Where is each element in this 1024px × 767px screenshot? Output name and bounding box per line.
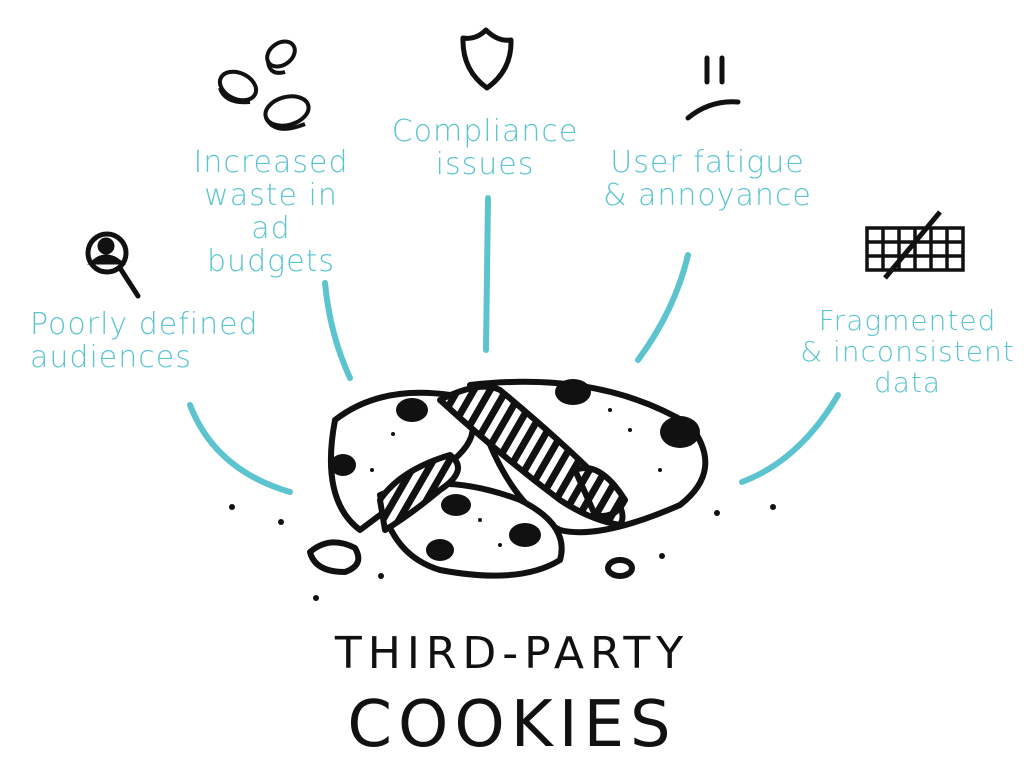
coins-icon (217, 39, 311, 131)
cookies-illustration (229, 378, 776, 601)
shield-icon (460, 27, 514, 91)
connector-fatigue (635, 252, 691, 363)
connector-data (739, 392, 841, 485)
label-compliance-issues: Compliance issues (391, 114, 579, 182)
connector-waste (322, 280, 353, 381)
connector-audiences (187, 402, 293, 495)
title-line-2: COOKIES (347, 688, 677, 762)
connector-compliance (483, 195, 491, 353)
label-user-fatigue: User fatigue & annoyance (603, 145, 812, 213)
broken-grid-icon (865, 210, 965, 280)
magnifier-person-icon (85, 231, 141, 299)
title-line-1: THIRD-PARTY (334, 628, 690, 679)
label-fragmented-data: Fragmented & inconsistent data (800, 304, 1015, 399)
unhappy-face-icon (685, 55, 741, 121)
label-increased-waste: Increased waste in ad budgets (193, 145, 349, 279)
label-poorly-defined-audiences: Poorly defined audiences (30, 307, 259, 375)
